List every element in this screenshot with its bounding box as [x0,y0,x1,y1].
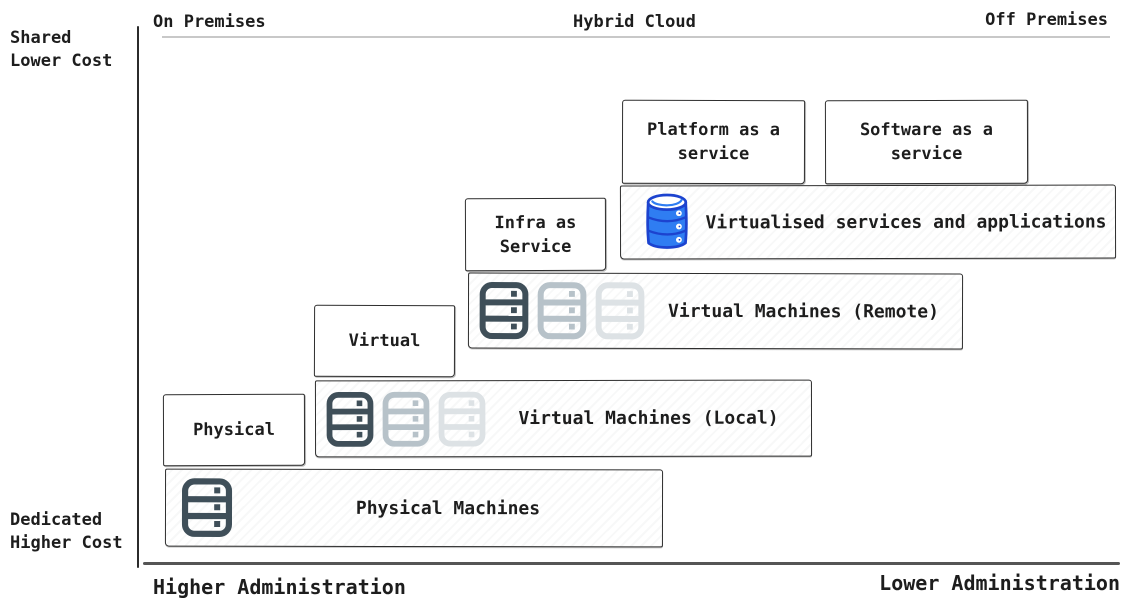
server-icon [326,391,374,447]
box-physical: Physical [162,393,306,467]
box-platform-as-a-service: Platform as a service [621,99,806,185]
database-icon [646,193,688,249]
label-on-premises: On Premises [153,12,266,32]
cost-axis-label-dedicated: Dedicated Higher Cost [10,510,123,553]
top-axis-line [162,36,1110,38]
bar-icon-group [479,281,645,341]
bar-icon-group [326,391,486,447]
bar-physical-machines: Physical Machines [164,468,664,548]
bar-label: Virtual Machines (Remote) [668,300,939,322]
bar-label: Physical Machines [355,497,541,519]
server-icon [180,478,234,538]
bar-virtualised-services: Virtualised services and applications [619,184,1117,260]
server-icon [382,391,430,447]
label-off-premises: Off Premises [985,10,1108,30]
vertical-axis-line [137,26,139,568]
cost-axis-label-shared: Shared Lower Cost [10,28,113,71]
admin-axis-label-lower: Lower Administration [879,571,1120,595]
server-icon [438,391,486,447]
box-software-as-a-service: Software as a service [824,99,1029,185]
server-icon [537,281,587,341]
bar-icon-group [637,190,697,254]
admin-axis-label-higher: Higher Administration [153,575,406,599]
box-infra-as-service: Infra as Service [464,197,607,272]
bottom-axis-line [143,562,1120,565]
bar-virtual-machines-remote: Virtual Machines (Remote) [467,272,964,350]
server-icon [595,281,645,341]
bar-virtual-machines-local: Virtual Machines (Local) [314,379,813,458]
label-hybrid-cloud: Hybrid Cloud [573,12,696,32]
bar-label: Virtualised services and applications [705,211,1107,233]
server-icon [479,281,529,341]
bar-icon-group [180,478,234,538]
box-virtual: Virtual [313,304,456,378]
bar-label: Virtual Machines (Local) [518,407,779,430]
